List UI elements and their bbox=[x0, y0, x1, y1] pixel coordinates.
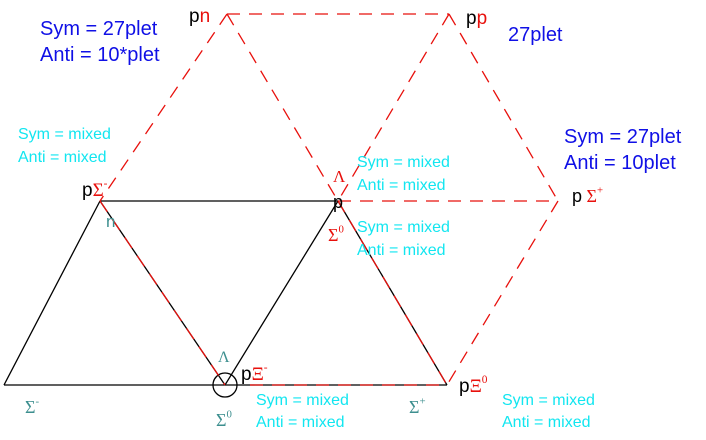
octet-left-edge bbox=[3, 200, 101, 386]
vertex-center-p: p bbox=[333, 192, 344, 212]
bottom-right-sym-label: Sym = mixed bbox=[502, 392, 595, 409]
octet-sigma-minus-sup: - bbox=[35, 395, 40, 408]
dash-pp-left bbox=[337, 13, 450, 202]
octet-lines bbox=[3, 200, 448, 398]
left-anti-label: Anti = mixed bbox=[18, 149, 107, 166]
dash-sigma-left bbox=[99, 200, 226, 386]
bottom-center-sym-label: Sym = mixed bbox=[256, 392, 349, 409]
dash-pn-left bbox=[99, 13, 228, 202]
vertex-center-sigma0-symbol: Σ bbox=[328, 225, 339, 245]
center-upper-sym-label: Sym = mixed bbox=[357, 154, 450, 171]
vertex-p-xi-zero: pΞ0 bbox=[459, 373, 488, 397]
bottom-center-anti-label: Anti = mixed bbox=[256, 414, 345, 431]
vertex-pp-suffix: p bbox=[476, 8, 488, 29]
vertex-p-xi-minus-sup: - bbox=[263, 361, 268, 374]
octet-sigma-plus-label: Σ+ bbox=[409, 395, 426, 417]
vertex-p-xi-minus-prefix: p bbox=[241, 364, 252, 385]
vertex-p-xi-zero-symbol: Ξ bbox=[469, 376, 482, 397]
vertex-pn-prefix: p bbox=[189, 6, 200, 27]
vertex-pn-suffix: n bbox=[199, 6, 211, 27]
vertex-p-sigma-minus-sup: - bbox=[103, 177, 108, 190]
vertex-p-sigma-minus-prefix: p bbox=[82, 180, 93, 201]
center-upper-anti-label: Anti = mixed bbox=[357, 177, 446, 194]
top-left-sym-label: Sym = 27plet bbox=[40, 18, 158, 40]
right-sym-label: Sym = 27plet bbox=[564, 126, 682, 148]
top-left-anti-label: Anti = 10*plet bbox=[40, 44, 160, 66]
vertex-p-xi-zero-prefix: p bbox=[459, 376, 470, 397]
octet-lambda-label: Λ bbox=[218, 349, 230, 366]
bottom-right-anti-label: Anti = mixed bbox=[502, 414, 591, 431]
vertex-pp-prefix: p bbox=[466, 8, 477, 29]
vertex-p-sigma-plus-symbol: Σ bbox=[586, 186, 597, 206]
center-lower-anti-label: Anti = mixed bbox=[357, 242, 446, 259]
octet-sigma-minus-symbol: Σ bbox=[25, 397, 36, 417]
vertex-pp: pp bbox=[466, 9, 487, 28]
octet-sigma-zero-sup: 0 bbox=[226, 408, 232, 421]
vertex-p-xi-minus-symbol: Ξ bbox=[251, 364, 264, 385]
vertex-pn: pn bbox=[189, 7, 210, 26]
octet-sigma-plus-sup: + bbox=[419, 395, 426, 408]
octet-n-label: n bbox=[106, 212, 116, 231]
right-anti-label: Anti = 10plet bbox=[564, 152, 676, 174]
vertex-p-sigma-minus-symbol: Σ bbox=[92, 180, 104, 201]
vertex-p-sigma-plus-sup: + bbox=[597, 184, 604, 197]
vertex-p-xi-minus: pΞ- bbox=[241, 361, 268, 385]
left-sym-label: Sym = mixed bbox=[18, 126, 111, 143]
octet-sigma-zero-label: Σ0 bbox=[216, 408, 232, 430]
vertex-center-sigma0-sup: 0 bbox=[338, 223, 344, 236]
octet-sigma-plus-symbol: Σ bbox=[409, 397, 420, 417]
top-right-label: 27plet bbox=[508, 24, 563, 46]
vertex-center-sigma0: Σ0 bbox=[328, 223, 344, 245]
dashed-lines bbox=[99, 13, 559, 386]
dash-center-right bbox=[337, 200, 448, 386]
vertex-p-sigma-minus: pΣ- bbox=[82, 177, 108, 201]
vertex-center-lambda: Λ bbox=[333, 167, 346, 186]
octet-sigma-minus-label: Σ- bbox=[25, 395, 40, 417]
dash-pp-right bbox=[448, 13, 559, 202]
octet-sigma-zero-symbol: Σ bbox=[216, 410, 227, 430]
dash-sigma-plus-down bbox=[446, 200, 559, 386]
center-circle bbox=[212, 372, 238, 398]
octet-inner-right-edge bbox=[224, 200, 339, 386]
vertex-p-sigma-plus: p Σ+ bbox=[572, 184, 604, 206]
vertex-p-sigma-plus-prefix: p bbox=[572, 186, 583, 206]
dash-pn-right bbox=[226, 13, 339, 202]
center-lower-sym-label: Sym = mixed bbox=[357, 219, 450, 236]
vertex-p-xi-zero-sup: 0 bbox=[481, 373, 488, 386]
